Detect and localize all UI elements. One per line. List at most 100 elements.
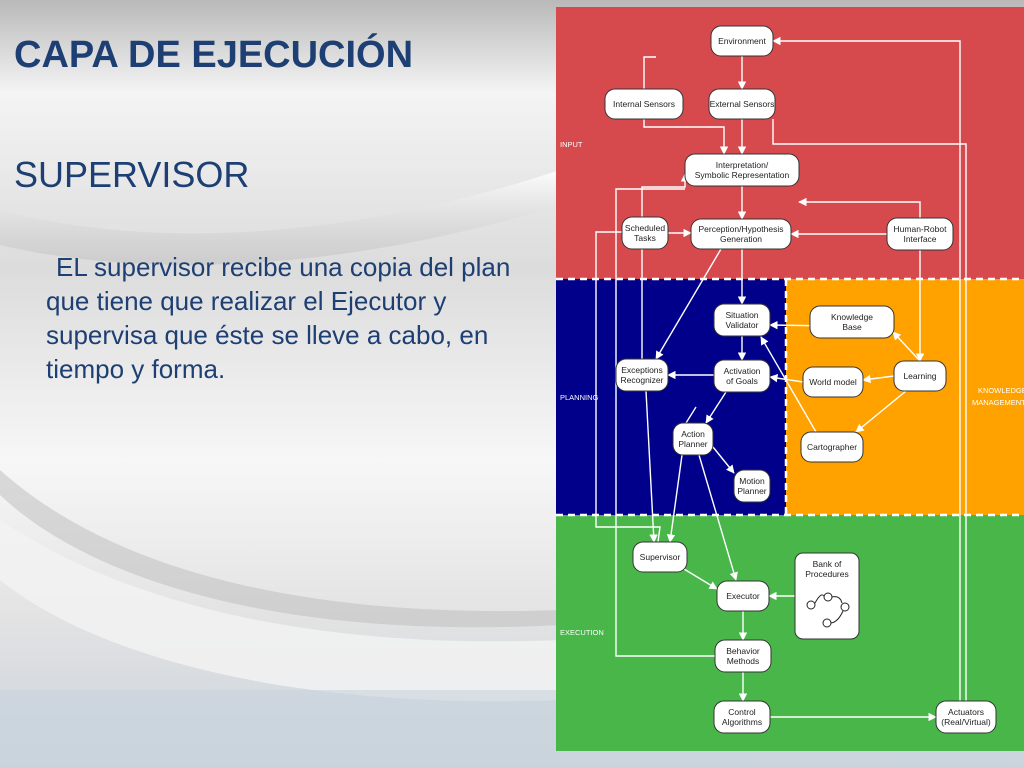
node-label: Control <box>728 707 756 717</box>
node-box <box>714 639 772 673</box>
diagram-edge <box>641 173 690 359</box>
node-label: Methods <box>727 656 760 666</box>
node-label: Internal Sensors <box>613 99 675 109</box>
node-label: Base <box>842 322 862 332</box>
node-environment: Environment <box>710 25 774 57</box>
diagram-edge <box>655 248 722 360</box>
node-box <box>716 580 770 612</box>
procedure-state-icon <box>840 602 850 612</box>
diagram-edge <box>645 390 658 543</box>
node-world-model: World model <box>802 366 864 398</box>
node-box <box>621 216 669 250</box>
node-label: Perception/Hypothesis <box>698 224 783 234</box>
diagram-edge <box>683 568 718 590</box>
node-label: Behavior <box>726 646 760 656</box>
procedure-state-icon <box>806 600 816 610</box>
node-label: (Real/Virtual) <box>941 717 991 727</box>
node-box <box>713 359 771 393</box>
diagram-edge <box>643 56 656 89</box>
node-box <box>800 431 864 463</box>
diagram-edge <box>855 390 907 433</box>
node-box <box>733 469 771 503</box>
node-executor: Executor <box>716 580 770 612</box>
node-label: Interpretation/ <box>716 160 769 170</box>
zone-label-knowledge: KNOWLEDGE <box>978 386 1024 395</box>
node-box <box>604 88 684 120</box>
diagram-edge <box>798 197 921 218</box>
diagram-edge <box>595 231 661 543</box>
node-label: Bank of <box>813 559 842 569</box>
node-label: World model <box>809 377 857 387</box>
node-label: Supervisor <box>640 552 681 562</box>
node-box <box>690 218 792 250</box>
procedure-transition-icon <box>814 594 844 624</box>
node-label: Tasks <box>634 233 656 243</box>
node-box <box>886 217 954 251</box>
slide-title: CAPA DE EJECUCIÓN <box>14 34 414 76</box>
node-supervisor: Supervisor <box>632 541 688 573</box>
diagram-edge <box>698 454 738 581</box>
node-box <box>713 700 771 734</box>
slide-body-text: EL supervisor recibe una copia del plan … <box>46 252 511 384</box>
diagram-edge <box>666 454 683 543</box>
node-label: Validator <box>726 320 759 330</box>
node-label: Human-Robot <box>894 224 948 234</box>
zone-label-execution: EXECUTION <box>560 628 604 637</box>
node-box <box>632 541 688 573</box>
diagram-edge <box>772 119 967 701</box>
node-label: Scheduled <box>625 223 665 233</box>
node-label: Knowledge <box>831 312 873 322</box>
node-label: Motion <box>739 476 765 486</box>
node-label: Learning <box>903 371 936 381</box>
node-box <box>893 360 947 392</box>
diagram-edge <box>643 119 729 155</box>
slide-subtitle: SUPERVISOR <box>14 154 250 195</box>
node-box <box>708 88 776 120</box>
node-box <box>710 25 774 57</box>
node-label: Exceptions <box>621 365 663 375</box>
diagram-edge <box>712 446 735 474</box>
diagram-edge <box>760 336 817 433</box>
diagram-edge <box>769 373 804 383</box>
node-label: Cartographer <box>807 442 857 452</box>
node-box <box>615 358 669 392</box>
diagram-edge <box>892 331 921 362</box>
node-label: Planner <box>737 486 766 496</box>
node-label: Planner <box>678 439 707 449</box>
zone-label-knowledge: MANAGEMENT <box>972 398 1024 407</box>
zone-label-input: INPUT <box>560 140 583 149</box>
diagram-edge <box>685 406 697 424</box>
node-label: Activation <box>724 366 761 376</box>
node-box <box>809 305 895 339</box>
node-box <box>684 153 800 187</box>
node-cartographer: Cartographer <box>800 431 864 463</box>
node-label: Environment <box>718 36 766 46</box>
diagram-edge <box>862 374 895 384</box>
node-label: Symbolic Representation <box>695 170 790 180</box>
diagram-edge <box>705 391 727 424</box>
node-box <box>802 366 864 398</box>
node-label: Generation <box>720 234 762 244</box>
node-box <box>672 422 714 456</box>
node-internal-sensors: Internal Sensors <box>604 88 684 120</box>
diagram-edge <box>615 188 715 657</box>
node-label: Actuators <box>948 707 984 717</box>
node-learning: Learning <box>893 360 947 392</box>
node-external-sensors: External Sensors <box>708 88 776 120</box>
node-label: Interface <box>903 234 936 244</box>
node-interpretation: Interpretation/Symbolic Representation <box>684 153 800 187</box>
